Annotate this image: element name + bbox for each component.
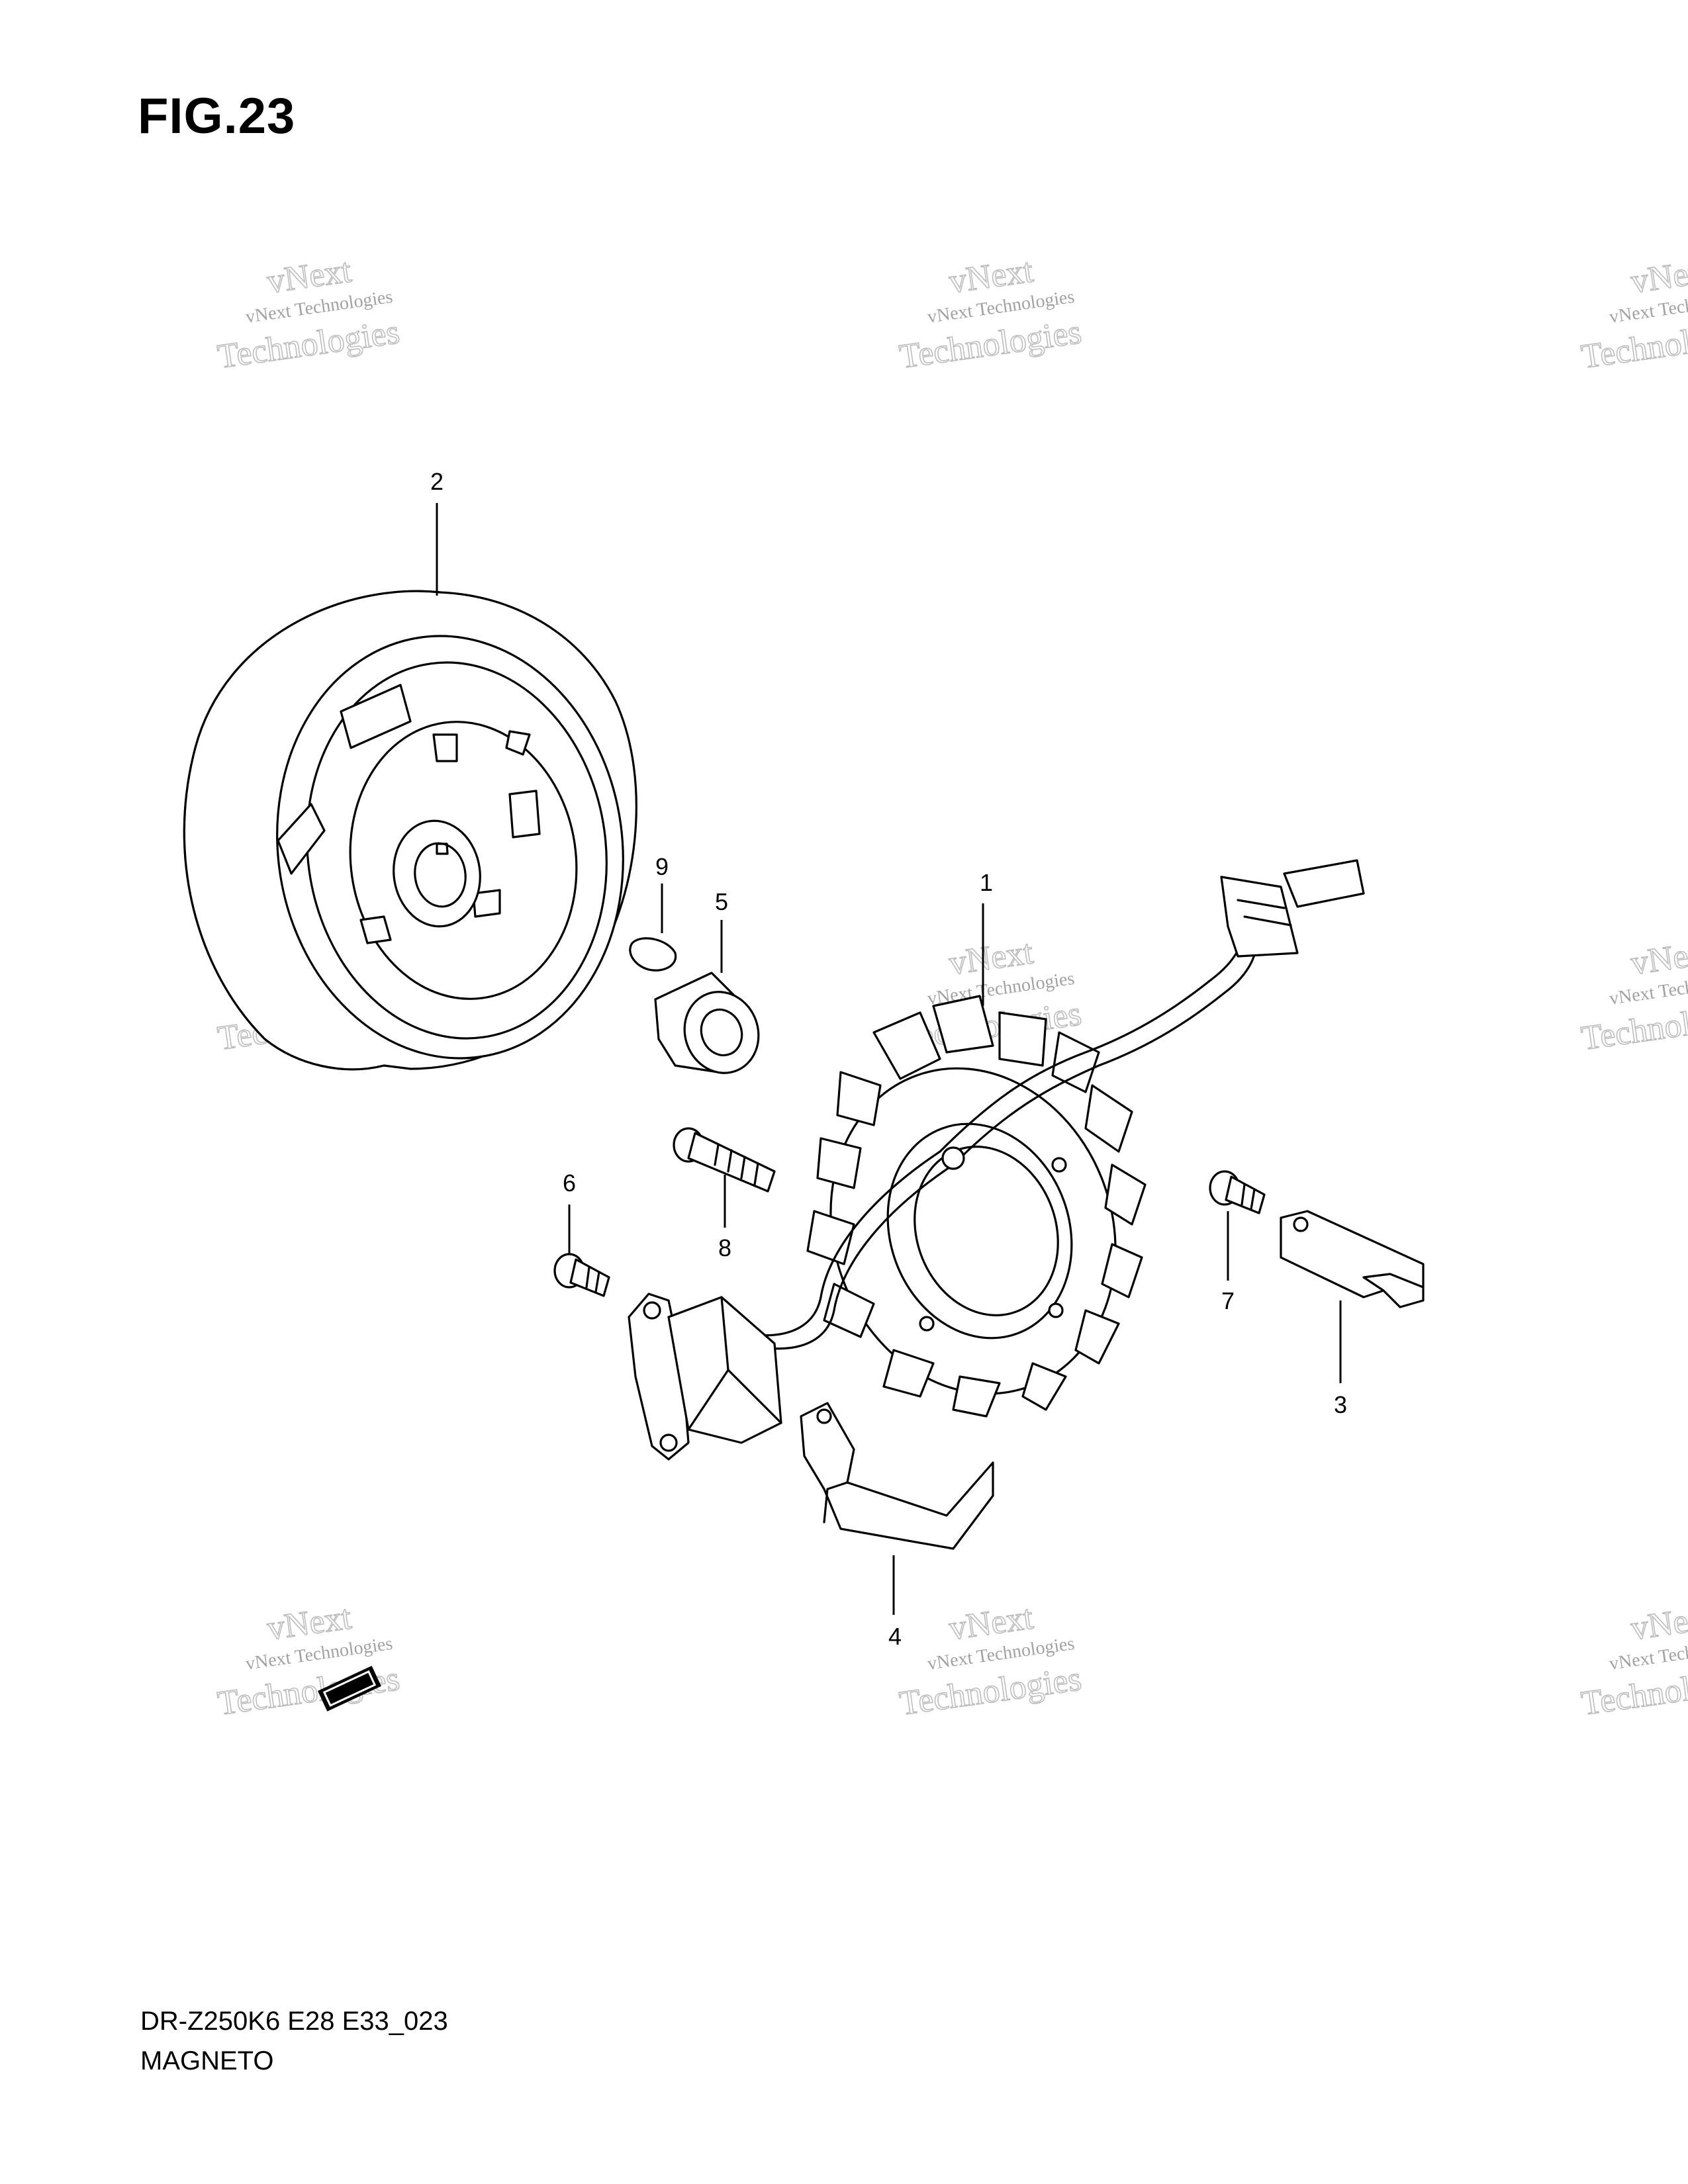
watermark-tile: vNext vNext Technologies Technologies: [215, 251, 402, 377]
callout-labels: 1 2 3 4 5 6 7 8 9: [430, 468, 1347, 1650]
section-name: MAGNETO: [140, 2046, 274, 2075]
callout-3: 3: [1334, 1391, 1347, 1418]
leader-lines: [436, 503, 1342, 1615]
callout-8: 8: [718, 1234, 731, 1261]
watermark-text-technologies: Technologies: [215, 1660, 402, 1723]
stamp-inner: [322, 1670, 377, 1707]
key[interactable]: [629, 937, 677, 972]
clamp-right[interactable]: [1280, 1210, 1425, 1308]
callout-1: 1: [980, 869, 993, 896]
flywheel-rotor[interactable]: [183, 590, 650, 1081]
callout-6: 6: [563, 1169, 576, 1197]
watermark-tile: vNext vNext Technologies Technologies: [215, 1598, 402, 1723]
watermark-tile: vNext vNext Technologies Technologies: [897, 1598, 1084, 1723]
stamp-mark: [318, 1665, 381, 1711]
stator-coil-assembly[interactable]: [700, 859, 1365, 1434]
callout-2: 2: [430, 468, 444, 495]
callout-9: 9: [655, 853, 669, 880]
clamp-lower[interactable]: [800, 1402, 994, 1550]
nut[interactable]: [654, 972, 770, 1083]
bolt-clamp[interactable]: [1209, 1170, 1266, 1214]
watermark-tile: vNext vNext Technologies Technologies: [1579, 933, 1688, 1058]
watermark-text-technologies: Technologies: [215, 313, 402, 376]
watermark-text-vnext: vNext: [1628, 1598, 1688, 1647]
watermark-tile: vNext vNext Technologies Technologies: [1579, 251, 1688, 377]
watermark-tile: vNext vNext Technologies Technologies: [897, 251, 1084, 377]
model-code: DR-Z250K6 E28 E33_023: [140, 2007, 448, 2036]
pickup-coil[interactable]: [628, 1293, 782, 1461]
stamp-block: [318, 1665, 381, 1711]
callout-4: 4: [888, 1623, 902, 1650]
callout-5: 5: [715, 888, 728, 915]
watermark-tile: vNext vNext Technologies Technologies: [1579, 1598, 1688, 1723]
watermark-text-technologies: Technologies: [897, 313, 1084, 376]
watermark-text-vnext: vNext: [1628, 933, 1688, 982]
bolt-pickup[interactable]: [553, 1253, 610, 1297]
figure-title: FIG.23: [138, 88, 296, 144]
watermark-text-technologies: Technologies: [897, 1660, 1084, 1723]
watermark-text-vnext: vNext: [1628, 251, 1688, 300]
bolt-stator[interactable]: [673, 1127, 776, 1193]
callout-7: 7: [1221, 1287, 1235, 1314]
